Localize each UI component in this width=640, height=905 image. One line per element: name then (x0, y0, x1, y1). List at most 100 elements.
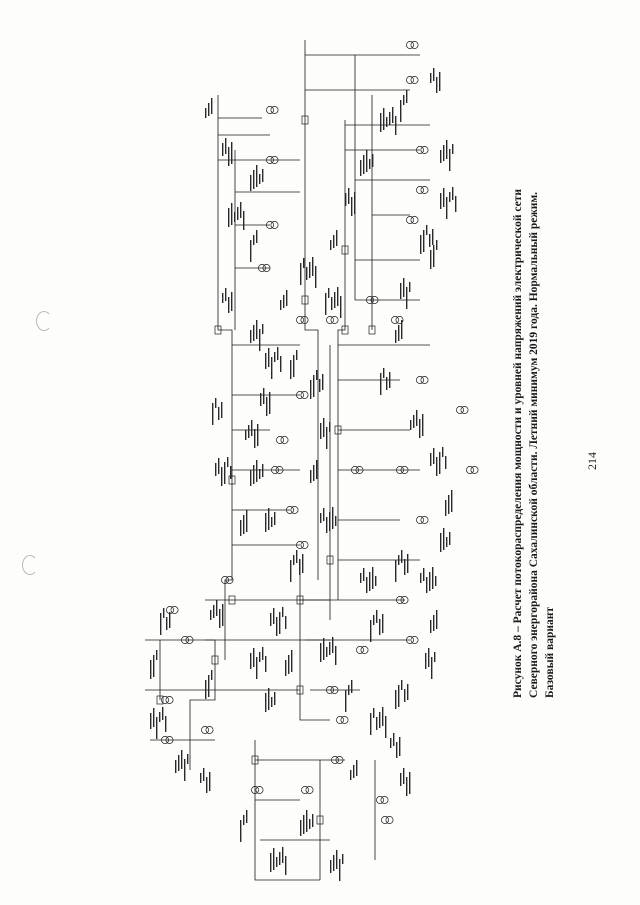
transformer-winding-icon (286, 506, 294, 514)
label-smudge (396, 742, 398, 758)
transformer-winding-icon (185, 636, 194, 644)
label-smudge (256, 657, 258, 679)
breaker-icon (326, 555, 334, 565)
label-smudge (253, 325, 255, 341)
transformer-winding-icon (360, 646, 369, 654)
label-smudge (330, 860, 332, 873)
label-smudge (416, 410, 418, 426)
transformer-winding-icon (255, 786, 264, 794)
label-smudge (440, 150, 442, 163)
transformer-winding-icon (270, 156, 279, 164)
label-smudge (300, 820, 302, 836)
label-smudge (410, 420, 412, 430)
label-smudge (373, 615, 375, 625)
label-smudge (436, 240, 438, 250)
label-smudge (325, 293, 327, 315)
label-smudge (256, 320, 258, 339)
label-smudge (162, 707, 164, 720)
label-smudge (366, 577, 368, 593)
label-smudge (445, 456, 447, 469)
label-smudge (310, 470, 312, 483)
transformer-winding-icon (380, 796, 389, 804)
label-smudge (395, 690, 397, 709)
label-smudge (423, 568, 425, 581)
label-smudge (379, 619, 381, 635)
transformer-winding-icon (416, 516, 424, 524)
label-smudge (262, 647, 264, 660)
label-smudge (227, 457, 229, 467)
label-smudge (228, 208, 230, 227)
label-smudge (407, 684, 409, 700)
label-smudge (400, 773, 402, 786)
transformer-winding-icon (420, 186, 429, 194)
label-smudge (262, 324, 264, 334)
label-smudge (156, 650, 158, 660)
label-smudge (422, 414, 424, 436)
transformer-winding-icon (276, 436, 284, 444)
label-smudge (270, 613, 272, 626)
label-smudge (260, 393, 262, 406)
transformer-winding-icon (410, 41, 419, 49)
transformer-winding-icon (300, 541, 309, 549)
label-smudge (398, 325, 400, 341)
label-smudge (211, 98, 213, 114)
transformer-winding-icon (258, 264, 266, 272)
transformer-winding-icon (170, 606, 179, 614)
label-smudge (222, 293, 224, 303)
label-smudge (389, 372, 391, 388)
label-smudge (263, 388, 265, 404)
label-smudge (271, 357, 273, 379)
label-smudge (212, 403, 214, 425)
label-smudge (316, 370, 318, 380)
transformer-winding-icon (470, 466, 479, 474)
label-smudge (420, 235, 422, 254)
label-smudge (250, 240, 252, 262)
diagram-wires (145, 40, 430, 881)
label-smudge (398, 555, 400, 565)
label-smudge (372, 567, 374, 589)
label-smudge (404, 559, 406, 575)
breaker-icon (301, 295, 309, 305)
label-smudge (439, 72, 441, 91)
label-smudge (350, 770, 352, 780)
transformer-winding-icon (356, 646, 364, 654)
label-smudge (285, 660, 287, 676)
label-smudge (451, 490, 453, 512)
label-smudge (354, 192, 356, 214)
transformer-winding-icon (466, 466, 474, 474)
label-smudge (433, 448, 435, 464)
label-smudge (382, 614, 384, 633)
label-smudge (274, 692, 276, 705)
transformer-winding-icon (410, 76, 419, 84)
label-smudge (446, 140, 448, 159)
label-smudge (363, 155, 365, 174)
figure-caption-line-3: Базовый вариант (544, 606, 556, 698)
label-smudge (369, 159, 371, 169)
label-smudge (251, 420, 253, 436)
label-smudge (253, 465, 255, 484)
label-smudge (211, 670, 213, 680)
transformer-winding-icon (416, 146, 424, 154)
label-smudge (440, 533, 442, 552)
label-smudge (403, 768, 405, 784)
label-smudge (313, 465, 315, 481)
label-smudge (390, 738, 392, 748)
transformer-winding-icon (296, 391, 304, 399)
label-smudge (370, 620, 372, 642)
label-smudge (265, 513, 267, 532)
label-smudge (376, 717, 378, 730)
label-smudge (200, 773, 202, 783)
label-smudge (348, 188, 350, 204)
transformer-winding-icon (456, 406, 464, 414)
transformer-winding-icon (335, 756, 344, 764)
transformer-winding-icon (400, 596, 409, 604)
label-smudge (234, 212, 236, 222)
label-smudge (423, 230, 425, 252)
label-smudge (243, 515, 245, 534)
label-smudge (449, 192, 451, 202)
transformer-winding-icon (296, 541, 304, 549)
label-smudge (395, 116, 397, 135)
label-smudge (345, 193, 347, 206)
label-smudge (322, 374, 324, 390)
label-smudge (430, 620, 432, 633)
